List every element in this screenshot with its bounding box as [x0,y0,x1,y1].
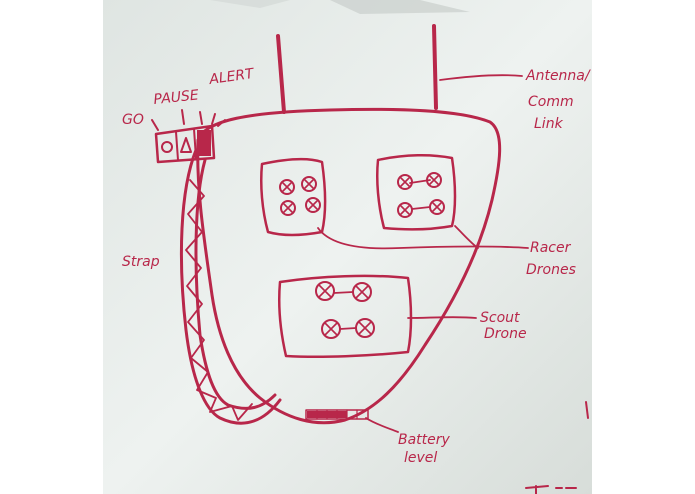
strap-label: Strap [122,254,160,270]
level-label: level [404,450,437,466]
antenna-right [432,24,438,110]
racer-label: Racer [530,240,572,256]
racer-leader-line-left [317,227,529,250]
pause-triangle-icon [180,137,192,153]
rotor-icon [397,202,413,218]
comm-label: Comm [528,94,574,110]
drone-label: Drone [484,326,527,342]
alert-filled-square-icon [197,130,211,156]
antenna-left [276,34,286,114]
go-label: GO [122,112,144,128]
rotor-icon [315,281,335,301]
backpack-body [196,107,502,425]
rotor-icon [301,176,317,192]
racer-leader-line-right [454,225,479,249]
scout-drone-bay [278,274,413,359]
battery-indicator [305,409,369,420]
rotor-icon [280,200,296,216]
board-smudge [210,0,290,8]
drones-label: Drones [526,262,576,278]
battery-label: Battery [398,432,451,448]
control-panel [151,109,226,164]
antenna-leader-line [439,74,523,81]
link-label: Link [534,116,564,132]
pause-label: PAUSE [153,87,200,108]
alert-label: ALERT [207,66,256,88]
battery-leader-line [365,417,399,433]
antenna-label: Antenna/ [525,68,591,84]
board-smudge [330,0,470,14]
go-circle-icon [161,141,173,153]
racer-drone-bay-right [376,153,457,231]
strap [179,148,282,425]
scout-leader-line [407,316,477,319]
scout-label: Scout [480,310,520,326]
edge-mark [585,401,589,419]
edge-scribble [525,485,577,494]
rotor-icon [305,197,321,213]
rotor-icon [279,179,295,195]
